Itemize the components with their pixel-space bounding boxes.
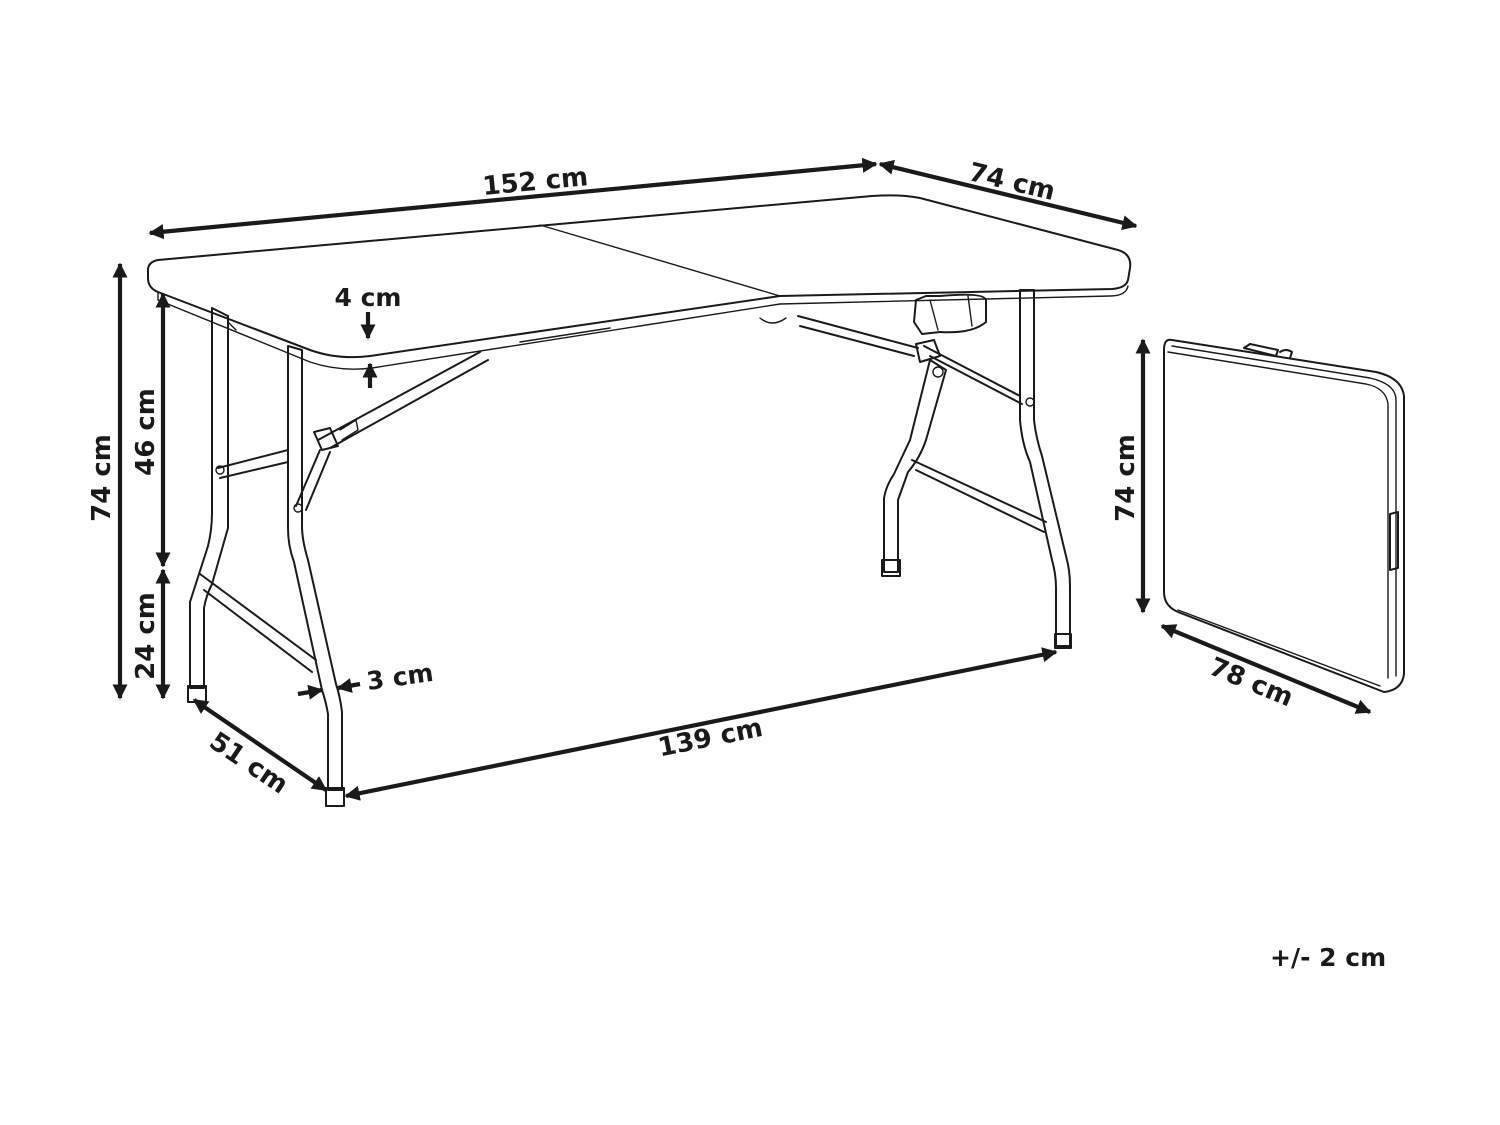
label-tolerance: +/- 2 cm <box>1270 943 1386 972</box>
table-top <box>147 194 1132 370</box>
dimension-lines <box>112 157 1372 801</box>
label-tube-width: 3 cm <box>365 658 435 696</box>
dim-line-leg-span <box>344 647 1058 801</box>
label-upper-leg-height: 46 cm <box>131 388 161 476</box>
folded-table-drawing <box>1163 338 1405 693</box>
left-leg-frame <box>187 307 489 807</box>
label-top-length: 152 cm <box>481 162 589 202</box>
right-leg-frame <box>797 289 1072 649</box>
dim-line-top-length <box>148 157 878 240</box>
dim-line-tube-right-arrow <box>336 678 361 694</box>
label-lower-leg-height: 24 cm <box>131 592 161 680</box>
dim-line-top-depth <box>878 159 1138 231</box>
label-folded-height: 74 cm <box>1111 434 1141 522</box>
dim-line-tube-left-arrow <box>297 684 324 700</box>
label-top-thickness: 4 cm <box>335 283 402 312</box>
dim-line-leg-depth <box>192 698 328 792</box>
label-total-height: 74 cm <box>87 434 117 522</box>
dimension-labels: 152 cm 74 cm 74 cm 46 cm 24 cm 4 cm 3 cm… <box>87 157 1386 972</box>
label-top-depth: 74 cm <box>966 157 1058 207</box>
open-table-drawing <box>147 194 1132 807</box>
dim-line-folded-width <box>1160 624 1372 714</box>
